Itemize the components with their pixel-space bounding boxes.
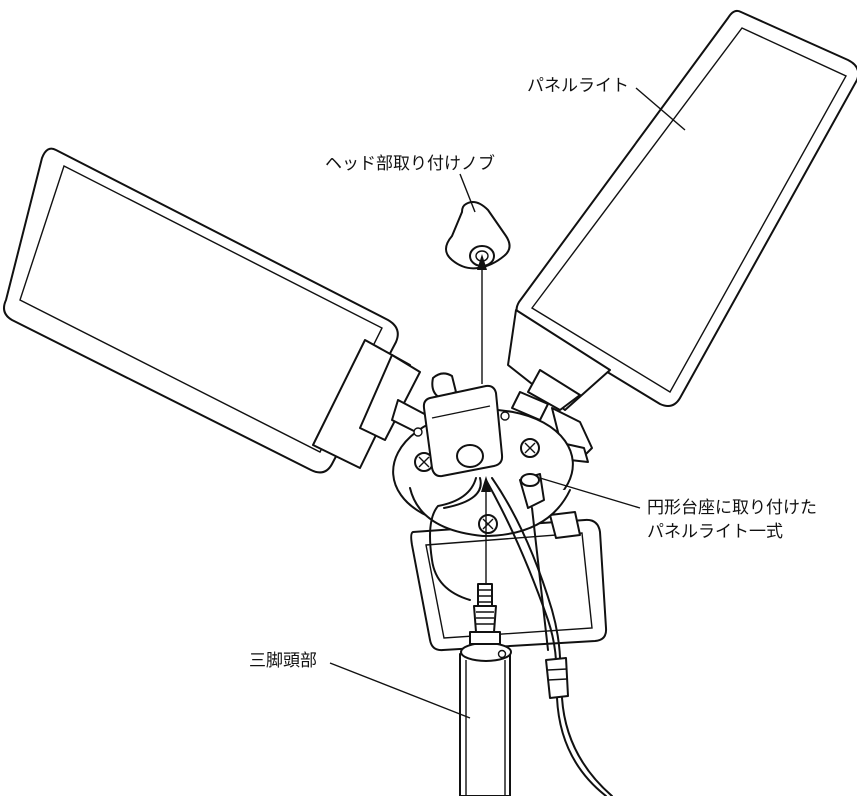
mounting-bracket [410,511,608,652]
control-box [422,384,504,478]
label-mounted-assembly-line1: 円形台座に取り付けた [647,498,817,518]
head-mounting-knob [445,201,511,270]
label-tripod-head: 三脚頭部 [249,651,317,671]
label-panel-light: パネルライト [527,76,629,96]
left-panel-light [3,147,433,474]
right-panel-light [507,9,857,421]
label-mounted-assembly-line2: パネルライト一式 [647,522,783,542]
label-head-knob: ヘッド部取り付けノブ [325,154,495,174]
power-cables [429,473,613,796]
assembly-arrow-down [481,476,491,585]
tripod-head [459,583,512,796]
screw-icon [520,438,540,458]
leader-lines [329,87,686,719]
screw-icon [478,514,498,534]
assembly-arrow-up [477,254,487,384]
